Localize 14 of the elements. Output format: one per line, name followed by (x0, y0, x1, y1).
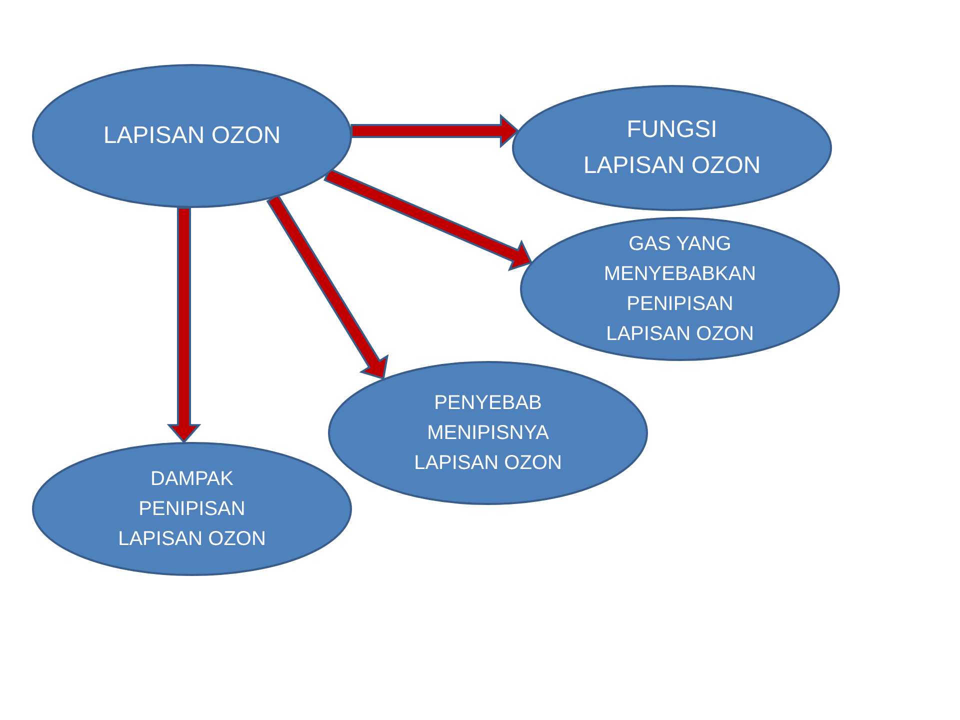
arrow (166, 206, 202, 444)
oval-node (520, 217, 840, 361)
oval-node (512, 85, 832, 211)
oval-node (328, 361, 648, 505)
node-label: GAS YANG MENYEBABKAN PENIPISAN LAPISAN OZON (602, 232, 758, 347)
node-label: DAMPAK PENIPISAN LAPISAN OZON (117, 467, 267, 552)
oval-node (32, 442, 352, 576)
node-label: FUNGSI LAPISAN OZON (582, 115, 762, 181)
node-label: LAPISAN OZON (103, 121, 281, 151)
node-label: PENYEBAB MENIPISNYA LAPISAN OZON (413, 391, 563, 476)
oval-node (32, 64, 352, 208)
arrow (266, 194, 389, 380)
arrow (324, 168, 533, 272)
arrow (350, 114, 520, 148)
